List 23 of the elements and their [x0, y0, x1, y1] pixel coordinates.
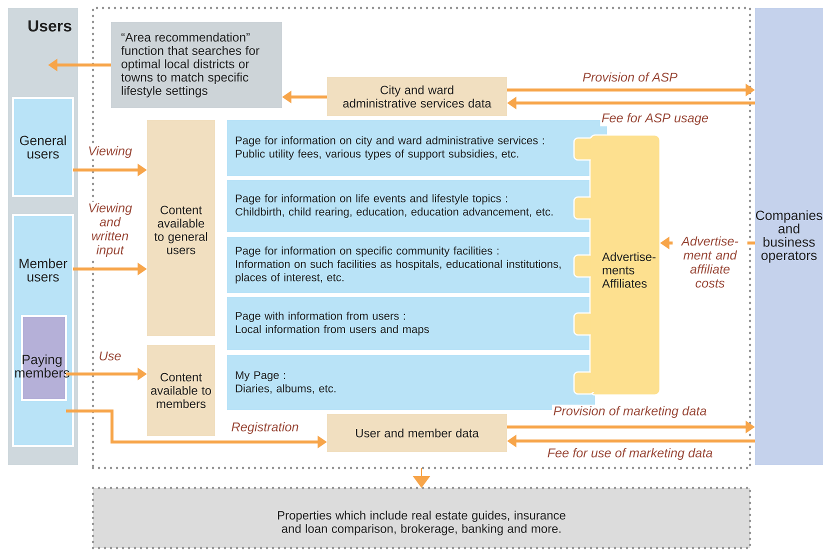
page-box: Page for information on city and ward administrative services : Public utility fees, various types of support subsidies, etc. — [227, 120, 607, 176]
page-box: Page for information on life events and lifestyle topics : Childbirth, child rearing, education, education advancement, etc. — [227, 180, 595, 232]
member-box: Paying members — [15, 315, 70, 401]
content-box: Content available to general users — [147, 120, 215, 336]
edge-label: Use — [97, 350, 123, 362]
feature-box: “Area recommendation” function that searches for optimal local districts or towns to match specific lifestyle settings — [111, 22, 282, 108]
content-box: City and ward administrative services data — [327, 77, 507, 116]
edge-label: Fee for use of marketing data — [546, 446, 714, 462]
content-box: Content available to members — [147, 345, 215, 436]
edge-label: Provision of ASP — [581, 71, 679, 83]
advertisement-tab: Advertise- ments Affiliates — [573, 134, 661, 396]
page-box: Page with information from users : Local information from users and maps — [227, 297, 595, 350]
page-box: Page for information on specific community facilities : Information on such facilities as hospitals, educational institutions, places of interest, etc. — [227, 237, 595, 293]
content-box: User and member data — [327, 414, 507, 452]
edge-label: Viewing — [86, 144, 134, 160]
group-box: Properties which include real estate guides, insurance and loan comparison, brokerage, banking and more. — [92, 486, 752, 550]
edge-label: Advertise- ment and affiliate costs — [672, 235, 748, 289]
edge-label: Viewing and written input — [86, 202, 134, 258]
user-box: General users — [12, 97, 74, 197]
edge-label: Provision of marketing data — [552, 404, 708, 420]
edge-label: Fee for ASP usage — [600, 112, 710, 126]
edge-label: Registration — [230, 420, 300, 436]
companies-panel: Companies and business operators — [755, 8, 823, 465]
